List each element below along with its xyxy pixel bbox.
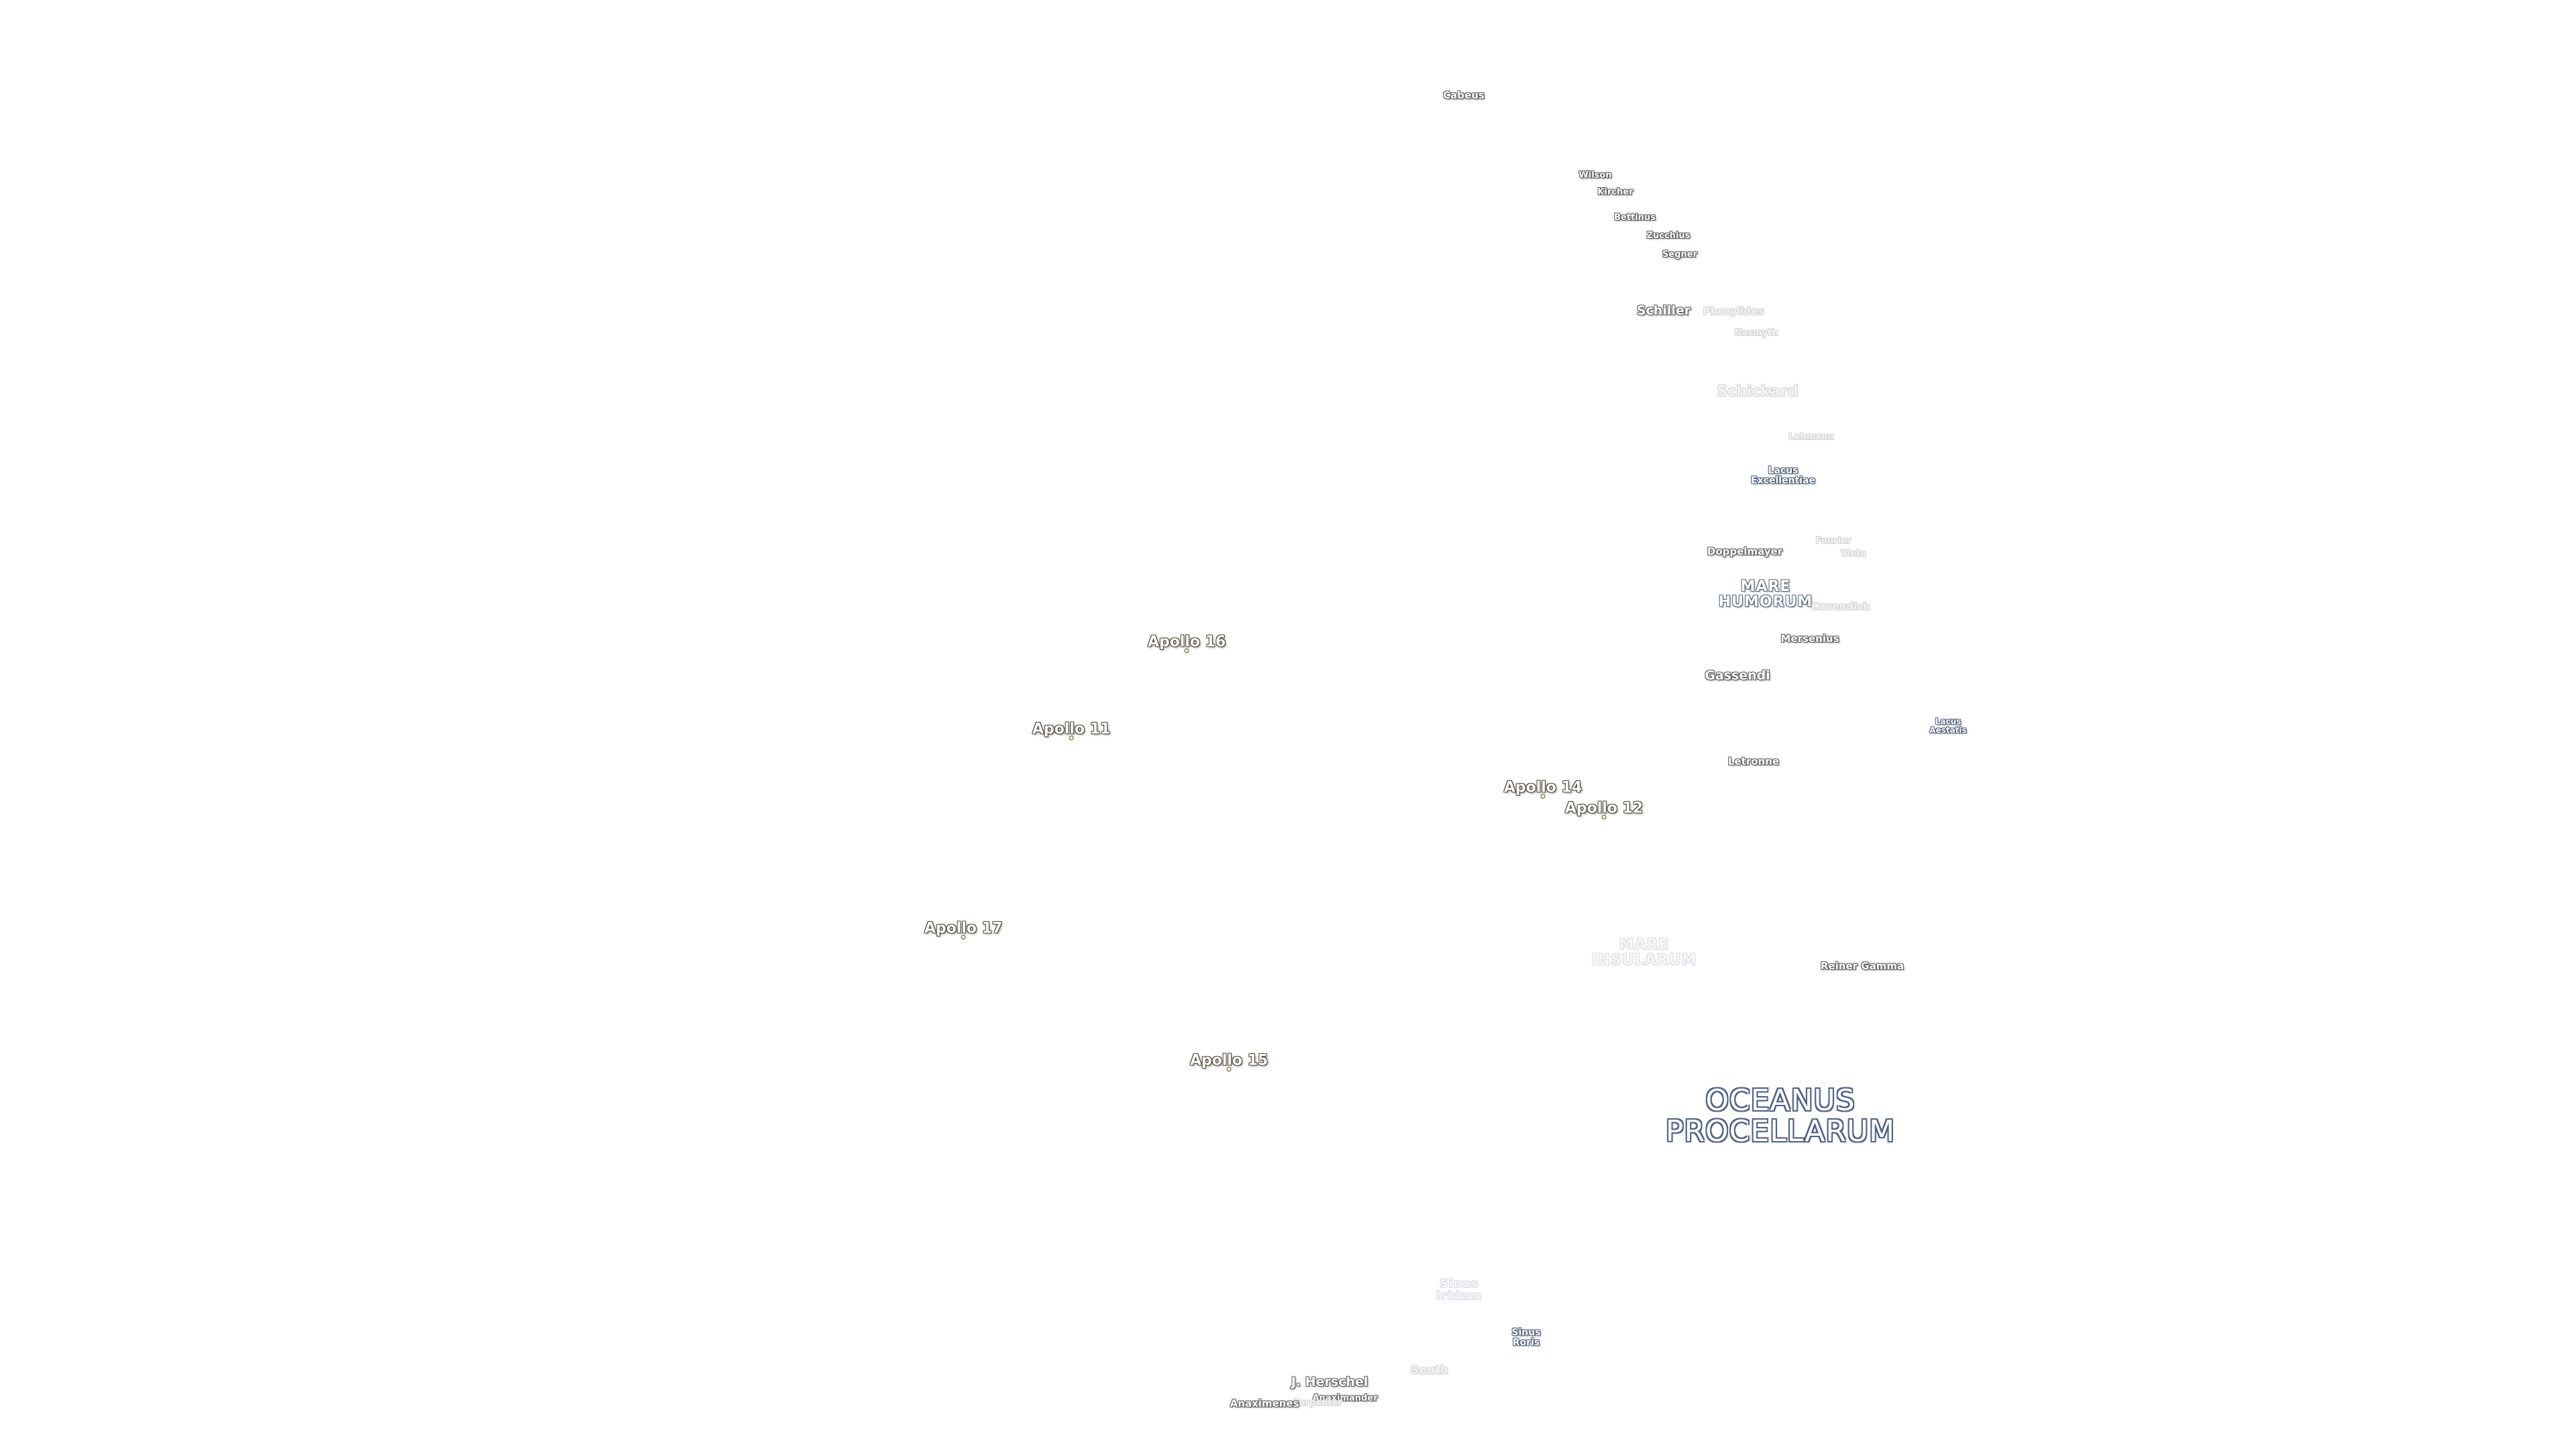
label-mersenius: Mersenius [1780, 633, 1839, 645]
landing-site-marker-icon [1226, 1067, 1232, 1072]
label-sinus-iridum: Sinus Iridum [1436, 1277, 1483, 1303]
label-lacus-excellentiae: Lacus Excellentiae [1751, 465, 1815, 486]
landing-site-marker-icon [1069, 735, 1074, 741]
label-bettinus: Bettinus [1614, 213, 1656, 223]
label-cavendish: Cavendish [1811, 600, 1870, 613]
label-doppelmayer: Doppelmayer [1707, 545, 1783, 558]
apollo-site-label[interactable]: Apollo 11 [1032, 720, 1111, 738]
label-nasmyth: Nasmyth [1734, 328, 1778, 339]
label-kircher: Kircher [1597, 187, 1633, 198]
apollo-site-label[interactable]: Apollo 12 [1564, 800, 1644, 817]
landing-site-marker-icon [1184, 648, 1189, 653]
landing-site-marker-icon [961, 934, 966, 940]
landing-site-marker-icon [1540, 794, 1546, 799]
label-anaximander: Anaximander [1312, 1393, 1378, 1404]
label-schickard: Schickard [1717, 383, 1799, 400]
label-phocylides: Phocylides [1703, 305, 1764, 318]
label-zucchius: Zucchius [1646, 231, 1690, 241]
apollo-site-label[interactable]: Apollo 14 [1503, 779, 1582, 796]
label-fourier: Fourier [1815, 536, 1851, 547]
label-j-herschel: J. Herschel [1291, 1375, 1368, 1390]
label-lacus-aestatis: Lacus Aestatis [1929, 716, 1967, 735]
label-anaximenes: Anaximenes [1230, 1397, 1299, 1410]
label-south: South [1410, 1364, 1449, 1378]
label-oceanus-procellarum: OCEANUS PROCELLARUM [1665, 1083, 1896, 1148]
label-schiller: Schiller [1636, 303, 1691, 319]
landing-site-marker-icon [1601, 814, 1607, 820]
label-segner: Segner [1662, 250, 1697, 260]
label-mare-humorum: MARE HUMORUM [1718, 578, 1813, 610]
apollo-site-label[interactable]: Apollo 17 [924, 920, 1003, 937]
label-lehmann: Lehmann [1788, 432, 1834, 443]
label-wilson: Wilson [1578, 170, 1612, 181]
label-reiner-gamma: Reiner Gamma [1820, 960, 1904, 973]
apollo-site-label[interactable]: Apollo 16 [1147, 633, 1226, 651]
label-mare-insularum: MARE INSULARUM [1591, 936, 1697, 969]
label-cabeus: Cabeus [1443, 89, 1485, 102]
label-sinus-roris: Sinus Roris [1511, 1327, 1541, 1348]
label-gassendi: Gassendi [1705, 668, 1770, 684]
label-vieta: Vieta [1840, 549, 1867, 559]
label-carpenter: Carpenter [1293, 1398, 1342, 1409]
label-letronne: Letronne [1727, 755, 1780, 768]
apollo-site-label[interactable]: Apollo 15 [1189, 1052, 1269, 1069]
